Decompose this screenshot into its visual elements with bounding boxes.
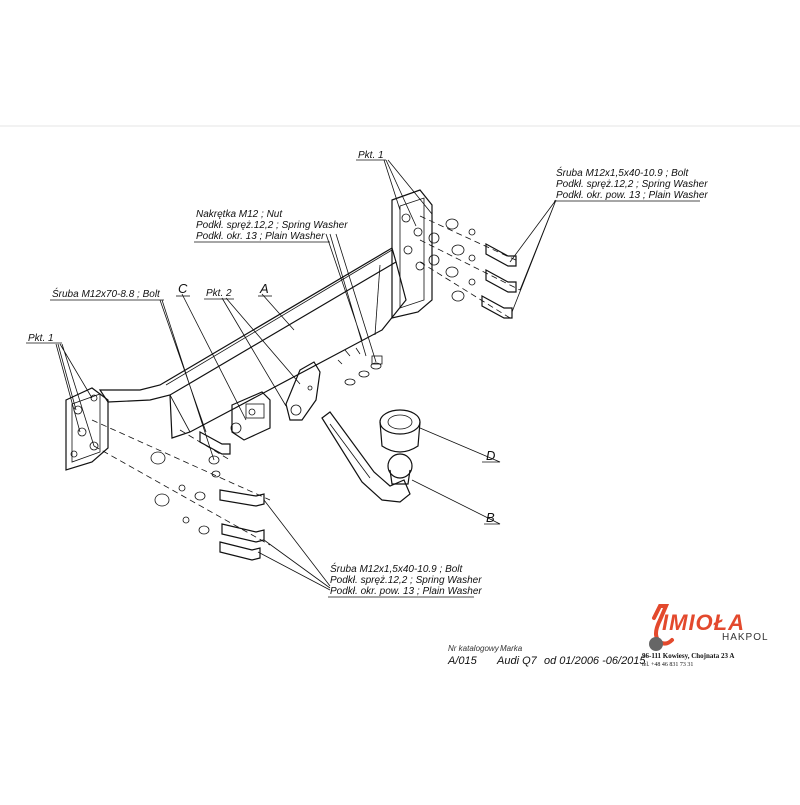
label-letter-d: D: [486, 448, 495, 463]
hook-icon: [649, 604, 674, 651]
label-bottom-bolt-line-1: Śruba M12x1,5x40-10.9 ; Bolt: [330, 562, 464, 575]
label-bottom-bolt-line-2: Podkł. spręż.12,2 ; Spring Washer: [330, 575, 482, 586]
leader-lines: [55, 159, 557, 591]
label-nut-line-3: Podkł. okr. 13 ; Plain Washer: [196, 231, 325, 242]
right-bolt-set: [419, 215, 521, 319]
label-letter-c: C: [178, 281, 188, 296]
nut-washer-stack: [344, 355, 383, 386]
catalog-value: A/015: [447, 655, 478, 667]
logo-wordmark: IMIOŁA: [662, 610, 745, 635]
left-side-bracket: [65, 387, 109, 471]
label-letter-b: B: [486, 510, 495, 525]
label-pkt2: Pkt. 2: [206, 288, 232, 299]
label-bottom-bolt-line-3: Podkł. okr. pow. 13 ; Plain Washer: [330, 586, 482, 597]
label-bolt-m12x70: Śruba M12x70-8.8 ; Bolt: [52, 287, 161, 300]
title-block: Nr katalogowy A/015 Marka Audi Q7 od 01/…: [447, 644, 646, 667]
label-pkt1-top: Pkt. 1: [358, 150, 384, 161]
label-nut-line-1: Nakrętka M12 ; Nut: [196, 209, 283, 220]
brand-value: Audi Q7: [496, 655, 538, 667]
company-address: 96-111 Kowiesy, Chojnata 23 A: [642, 652, 734, 660]
right-side-bracket: [391, 189, 440, 319]
company-phone: tel. +48 46 831 73 31: [642, 662, 693, 668]
label-letter-a: A: [259, 281, 269, 296]
model-years: od 01/2006 -06/2015: [544, 655, 646, 667]
logo-subtitle: HAKPOL: [722, 632, 769, 643]
tow-ball-arm: [321, 411, 413, 503]
ball-cover: [379, 409, 421, 453]
center-mount-plate: [230, 347, 361, 441]
label-nut-line-2: Podkł. spręż.12,2 ; Spring Washer: [196, 220, 348, 231]
company-logo: IMIOŁA HAKPOL 96-111 Kowiesy, Chojnata 2…: [642, 604, 769, 668]
catalog-label: Nr katalogowy: [448, 644, 500, 653]
main-crossbeam: [98, 247, 407, 439]
label-right-bolt-line-3: Podkł. okr. pow. 13 ; Plain Washer: [556, 190, 708, 201]
label-right-bolt-line-1: Śruba M12x1,5x40-10.9 ; Bolt: [556, 166, 690, 179]
left-bolt-set: [91, 419, 271, 561]
brand-label: Marka: [500, 644, 523, 653]
label-pkt1-left: Pkt. 1: [28, 333, 54, 344]
label-right-bolt-line-2: Podkł. spręż.12,2 ; Spring Washer: [556, 179, 708, 190]
